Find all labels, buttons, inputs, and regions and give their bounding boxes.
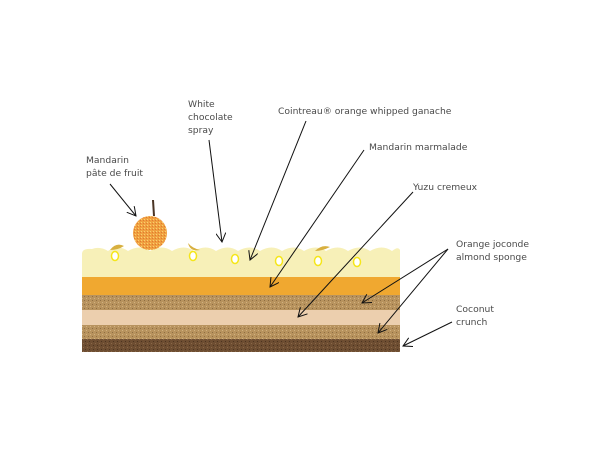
chocolate-shavings [110, 243, 330, 251]
label-pate-de-fruit: Mandarin pâte de fruit [86, 155, 143, 179]
yellow-drops [110, 250, 362, 268]
label-marmalade: Mandarin marmalade [369, 142, 468, 153]
joconde-layer-top [82, 295, 400, 310]
label-white-chocolate-spray: White chocolate spray [188, 99, 236, 136]
cake-layers [82, 247, 400, 352]
callout-arrows [109, 120, 453, 346]
label-joconde: Orange joconde almond sponge [456, 239, 532, 263]
coconut-crunch-layer [82, 339, 400, 352]
pate-de-fruit-garnish [133, 199, 167, 250]
label-coconut-crunch: Coconut crunch [456, 304, 497, 328]
label-yuzu: Yuzu cremeux [412, 182, 478, 193]
joconde-layer-bottom [82, 325, 400, 339]
label-ganache: Cointreau® orange whipped ganache [278, 106, 452, 117]
marmalade-layer [82, 277, 400, 295]
ganache-layer [82, 247, 400, 277]
yuzu-layer [82, 310, 400, 325]
